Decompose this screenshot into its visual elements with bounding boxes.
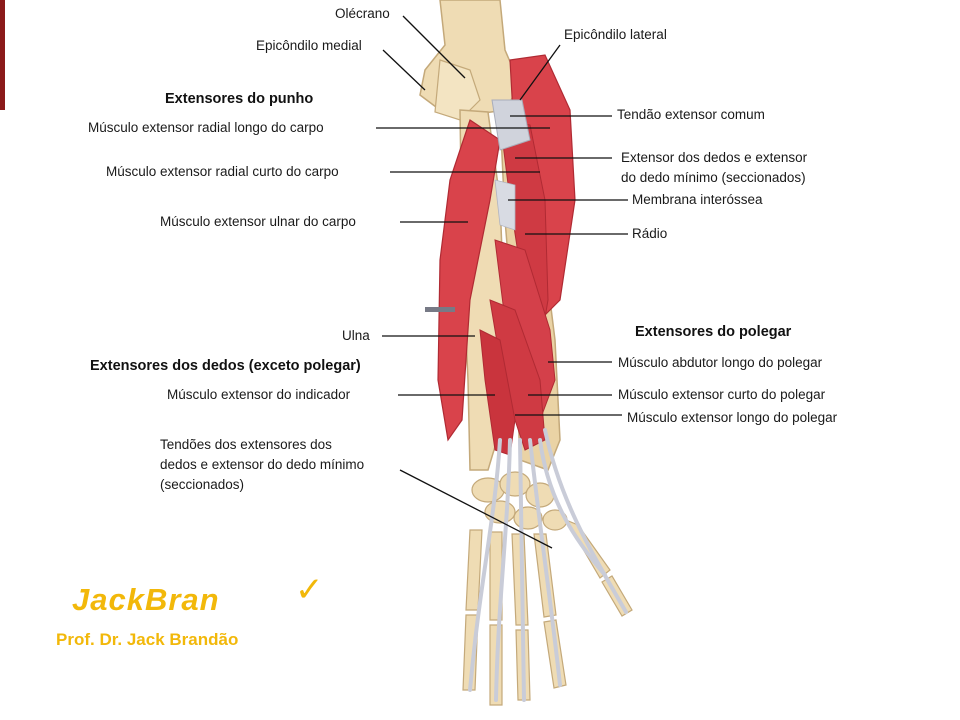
label-tendons-line2: dedos e extensor do dedo mínimo xyxy=(160,457,365,472)
slide-edge-bar xyxy=(0,0,5,110)
label-apl: Músculo abdutor longo do polegar xyxy=(618,355,823,370)
label-tendons-line3: (seccionados) xyxy=(160,477,245,492)
label-ecrb: Músculo extensor radial curto do carpo xyxy=(106,164,339,179)
label-ulna: Ulna xyxy=(342,328,370,343)
label-lateral-epicondyle: Epicôndilo lateral xyxy=(564,27,667,42)
label-ecrl: Músculo extensor radial longo do carpo xyxy=(88,120,324,135)
cut-tendon-marker xyxy=(425,307,455,312)
label-edm-line2: do dedo mínimo (seccionados) xyxy=(621,170,806,185)
label-epl: Músculo extensor longo do polegar xyxy=(627,410,838,425)
leader-lines xyxy=(376,15,628,549)
brand-logo-text: JackBran xyxy=(72,582,220,617)
heading-finger-extensors: Extensores dos dedos (exceto polegar) xyxy=(90,358,361,374)
label-common-extensor-tendon: Tendão extensor comum xyxy=(617,107,765,122)
heading-thumb-extensors: Extensores do polegar xyxy=(635,324,792,340)
label-ecu: Músculo extensor ulnar do carpo xyxy=(160,214,356,229)
label-tendons-line1: Tendões dos extensores dos xyxy=(160,437,332,452)
check-icon: ✓ xyxy=(295,570,324,610)
label-medial-epicondyle: Epicôndilo medial xyxy=(256,38,362,53)
extensor-muscles xyxy=(437,54,576,456)
label-radius: Rádio xyxy=(632,226,668,241)
extensor-tendons xyxy=(468,428,628,702)
heading-wrist-extensors: Extensores do punho xyxy=(165,91,314,107)
label-edm-line1: Extensor dos dedos e extensor xyxy=(621,150,808,165)
brand-subtitle: Prof. Dr. Jack Brandão xyxy=(56,630,239,649)
ecu-muscle xyxy=(437,119,501,442)
interosseous-membrane xyxy=(494,179,516,231)
common-extensor-tendon xyxy=(491,99,531,151)
label-indicis: Músculo extensor do indicador xyxy=(167,387,351,402)
label-olecranon: Olécrano xyxy=(335,6,390,21)
label-interosseous-membrane: Membrana interóssea xyxy=(632,192,763,207)
label-epb: Músculo extensor curto do polegar xyxy=(618,387,826,402)
